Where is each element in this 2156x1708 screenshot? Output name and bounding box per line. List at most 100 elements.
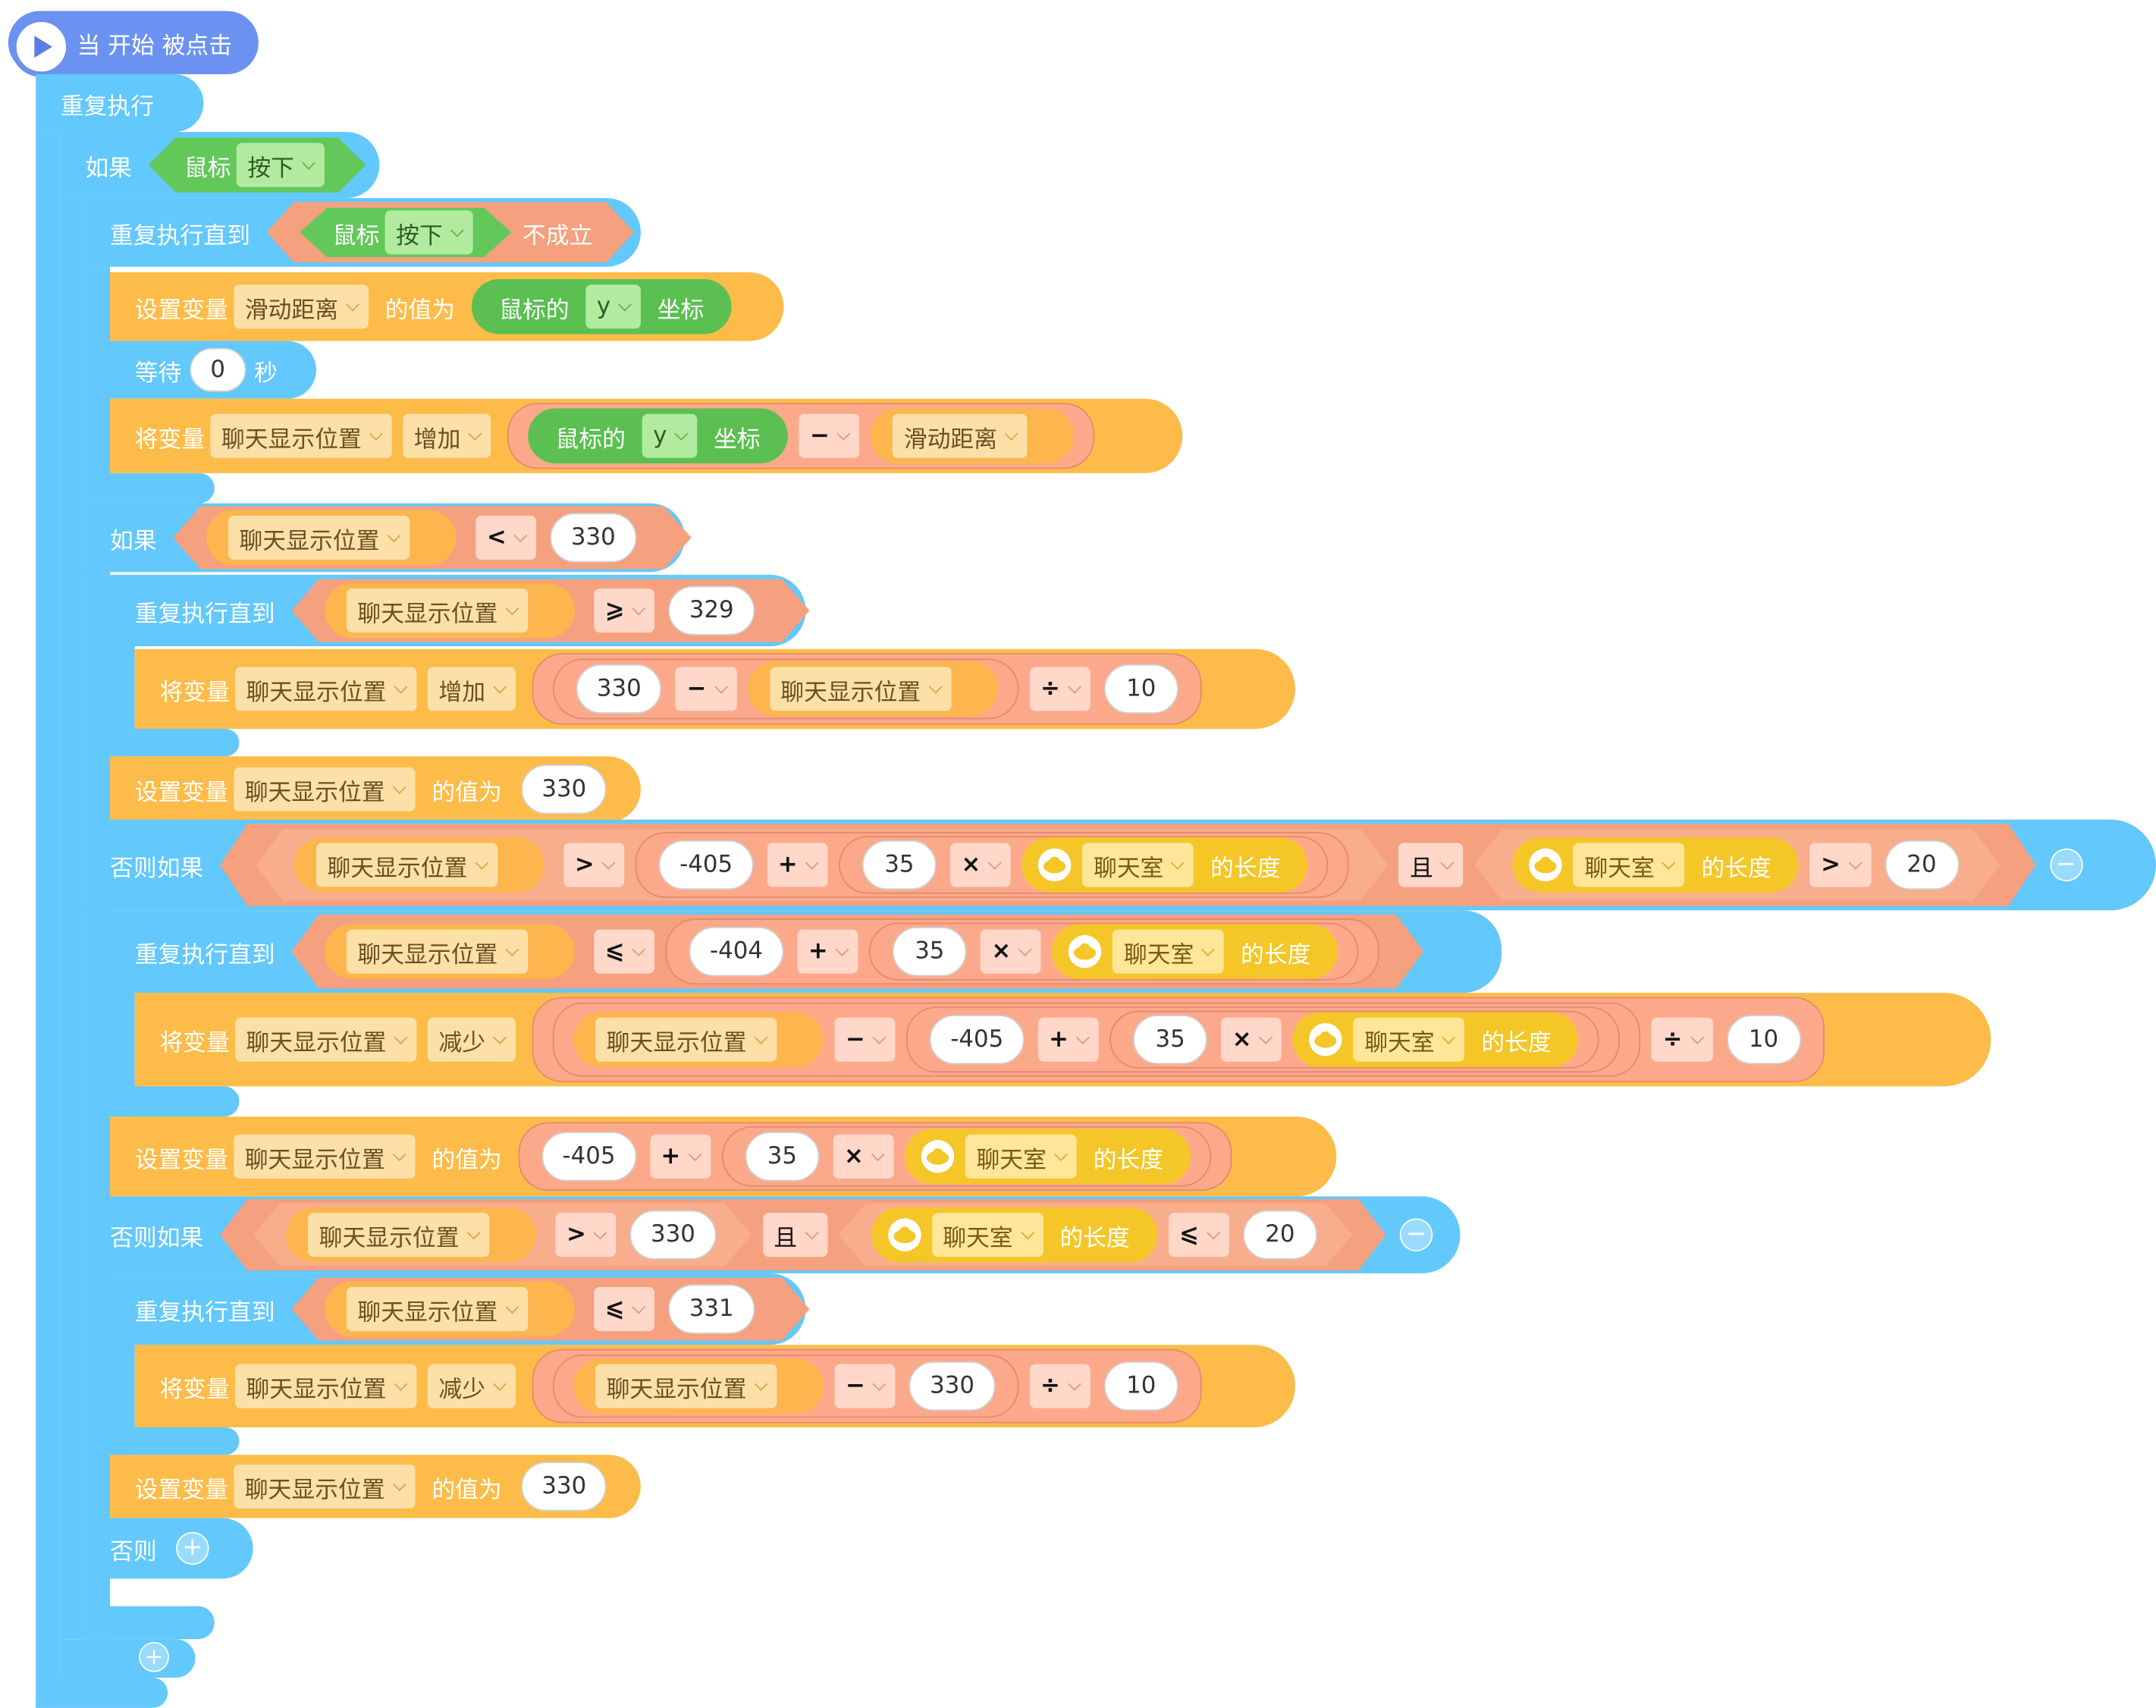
variable-reporter[interactable]: 聊天显示位置 <box>286 1207 536 1263</box>
and-condition[interactable]: 聊天显示位置 > 330 且 聊天室 的长度 ⩽ 20 <box>220 1199 1386 1270</box>
add-operator[interactable]: -404 + 35 × 聊天室 的长度 <box>666 918 1379 984</box>
inner-if-end <box>85 1606 215 1640</box>
number-input[interactable]: 330 <box>551 513 636 562</box>
set-position-formula-block[interactable]: 设置变量 聊天显示位置 的值为 -405 + 35 × 聊天室 的长度 <box>110 1116 1337 1197</box>
cloud-list-length-reporter[interactable]: 聊天室 的长度 <box>871 1207 1157 1263</box>
comparison-dropdown[interactable]: ⩾ <box>594 589 654 633</box>
le-condition[interactable]: 聊天室 的长度 ⩽ 20 <box>838 1203 1353 1266</box>
forever-block[interactable]: 重复执行 <box>36 74 204 133</box>
play-icon[interactable] <box>11 16 72 77</box>
change-mode-dropdown[interactable]: 减少 <box>427 1017 516 1062</box>
number-input[interactable]: 329 <box>669 586 755 635</box>
mouse-y-reporter[interactable]: 鼠标的 y 坐标 <box>471 279 732 334</box>
variable-reporter[interactable]: 聊天显示位置 <box>747 661 998 717</box>
remove-branch-button[interactable]: − <box>1399 1218 1433 1251</box>
variable-reporter[interactable]: 聊天显示位置 <box>325 583 575 639</box>
greater-than-condition-2[interactable]: 聊天室 的长度 > 20 <box>1474 829 2000 900</box>
add-branch-button[interactable]: + <box>176 1531 209 1565</box>
comparison-dropdown[interactable]: < <box>475 516 536 560</box>
repeat-until-le-block-1[interactable]: 重复执行直到 聊天显示位置 ⩽ -404 + 35 × 聊天室 的长度 <box>110 910 1502 994</box>
state-dropdown[interactable]: 按下 <box>237 143 325 187</box>
wait-seconds-input[interactable]: 0 <box>190 347 246 392</box>
logic-dropdown[interactable]: 且 <box>763 1213 827 1257</box>
cloud-list-icon <box>888 1218 921 1251</box>
set-position-330-block-2[interactable]: 设置变量 聊天显示位置 的值为 330 <box>110 1455 641 1518</box>
axis-dropdown[interactable]: y <box>642 413 698 458</box>
mouse-pressed-condition[interactable]: 鼠标 按下 <box>149 137 366 193</box>
ge-condition[interactable]: 聊天显示位置 ⩾ 329 <box>291 579 809 642</box>
greater-than-condition[interactable]: 聊天显示位置 > -405 + 35 × 聊天室 的长度 <box>256 829 1388 900</box>
mouse-pressed-condition[interactable]: 鼠标 按下 <box>300 208 511 257</box>
change-mode-dropdown[interactable]: 增加 <box>403 413 491 458</box>
if-arm <box>60 198 86 1640</box>
else-block[interactable]: 否则 + <box>85 1518 253 1579</box>
ru-le1-end <box>110 1086 240 1117</box>
when-start-hat-block[interactable]: 当 开始 被点击 <box>8 11 259 77</box>
forever-arm <box>36 132 61 1678</box>
repeat-until-ge-block[interactable]: 重复执行直到 聊天显示位置 ⩾ 329 <box>110 574 805 647</box>
change-position-block-1[interactable]: 将变量 聊天显示位置 增加 鼠标的 y 坐标 − 滑动距离 <box>110 398 1183 473</box>
set-position-330-block[interactable]: 设置变量 聊天显示位置 的值为 330 <box>110 756 641 823</box>
operator-dropdown[interactable]: − <box>799 413 860 458</box>
forever-add-button[interactable]: + <box>139 1641 170 1672</box>
set-slide-variable-block[interactable]: 设置变量 滑动距离 的值为 鼠标的 y 坐标 <box>110 272 784 341</box>
change-mode-dropdown[interactable]: 增加 <box>427 667 516 711</box>
repeat-until-arm <box>85 266 111 501</box>
repeat-until-le-block-2[interactable]: 重复执行直到 聊天显示位置 ⩽ 331 <box>110 1273 805 1345</box>
cloud-list-icon <box>1309 1022 1343 1057</box>
variable-reporter[interactable]: 聊天显示位置 <box>294 837 544 893</box>
cloud-list-icon <box>921 1140 955 1173</box>
cloud-list-icon <box>1069 935 1102 969</box>
wait-block[interactable]: 等待 0 秒 <box>110 341 317 399</box>
variable-reporter[interactable]: 聊天显示位置 <box>325 1282 575 1337</box>
subtract-operator[interactable]: 聊天显示位置 − 330 <box>552 1354 1018 1418</box>
less-than-condition[interactable]: 聊天显示位置 < 330 <box>173 506 691 569</box>
subtract-operator[interactable]: 鼠标的 y 坐标 − 滑动距离 <box>507 403 1095 469</box>
add-operator[interactable]: -405 + 35 × 聊天室 的长度 <box>518 1122 1232 1192</box>
divide-operator[interactable]: 聊天显示位置 − -405 + 35 × 聊天室 的长度 <box>532 997 1825 1082</box>
state-dropdown[interactable]: 按下 <box>385 210 473 254</box>
multiply-operator[interactable]: 35 × 聊天室 的长度 <box>721 1126 1212 1187</box>
greater-than-condition[interactable]: 聊天显示位置 > 330 <box>253 1203 752 1266</box>
le-condition[interactable]: 聊天显示位置 ⩽ 331 <box>291 1277 809 1340</box>
else-if-block-2[interactable]: 否则如果 聊天显示位置 > 330 且 聊天室 的长度 ⩽ 20 − <box>85 1196 1461 1273</box>
ru-le2-end <box>110 1427 240 1455</box>
if-mouse-block[interactable]: 如果 鼠标 按下 <box>60 132 380 199</box>
cloud-list-length-reporter[interactable]: 聊天室 的长度 <box>1053 924 1338 979</box>
change-position-increase-block[interactable]: 将变量 聊天显示位置 增加 330 − 聊天显示位置 ÷ 10 <box>134 648 1295 729</box>
add-operator[interactable]: -405 + 35 × 聊天室 的长度 <box>906 1006 1621 1073</box>
cloud-list-length-reporter[interactable]: 聊天室 的长度 <box>905 1129 1191 1185</box>
cloud-list-length-reporter[interactable]: 聊天室 的长度 <box>1022 837 1308 893</box>
variable-reporter[interactable]: 聊天显示位置 <box>206 510 457 566</box>
variable-dropdown[interactable]: 聊天显示位置 <box>210 413 392 458</box>
subtract-operator[interactable]: 330 − 聊天显示位置 <box>552 658 1018 720</box>
variable-dropdown[interactable]: 滑动距离 <box>234 284 369 329</box>
and-condition[interactable]: 聊天显示位置 > -405 + 35 × 聊天室 的长度 <box>220 824 2035 906</box>
if-less-than-block[interactable]: 如果 聊天显示位置 < 330 <box>85 503 685 573</box>
cloud-list-length-reporter[interactable]: 聊天室 的长度 <box>1292 1012 1580 1067</box>
multiply-operator[interactable]: 35 × 聊天室 的长度 <box>869 923 1359 981</box>
variable-reporter[interactable]: 聊天显示位置 <box>325 924 575 979</box>
variable-dropdown[interactable]: 滑动距离 <box>893 413 1028 458</box>
change-position-decrease-block-2[interactable]: 将变量 聊天显示位置 减少 聊天显示位置 − 330 ÷ 10 <box>134 1345 1295 1427</box>
variable-reporter[interactable]: 聊天显示位置 <box>573 1358 824 1414</box>
remove-branch-button[interactable]: − <box>2049 848 2083 882</box>
divide-operator[interactable]: 330 − 聊天显示位置 ÷ 10 <box>532 653 1202 725</box>
axis-dropdown[interactable]: y <box>585 284 642 329</box>
le-condition[interactable]: 聊天显示位置 ⩽ -404 + 35 × 聊天室 的长度 <box>291 915 1423 989</box>
variable-reporter[interactable]: 聊天显示位置 <box>573 1012 824 1067</box>
not-condition[interactable]: 鼠标 按下 不成立 <box>267 203 634 263</box>
divide-operator[interactable]: 聊天显示位置 − 330 ÷ 10 <box>532 1349 1202 1424</box>
mouse-y-reporter[interactable]: 鼠标的 y 坐标 <box>528 408 789 464</box>
cloud-list-length-reporter[interactable]: 聊天室 的长度 <box>1513 837 1799 893</box>
change-position-decrease-block-1[interactable]: 将变量 聊天显示位置 减少 聊天显示位置 − -405 + 35 × 聊天室 <box>134 993 1991 1087</box>
variable-reporter[interactable]: 滑动距离 <box>871 408 1075 464</box>
multiply-operator[interactable]: 35 × 聊天室 的长度 <box>839 836 1329 893</box>
else-if-block-1[interactable]: 否则如果 聊天显示位置 > -405 + 35 × 聊天室 的长 <box>85 819 2156 911</box>
repeat-until-block[interactable]: 重复执行直到 鼠标 按下 不成立 <box>85 198 641 267</box>
subtract-operator[interactable]: 聊天显示位置 − -405 + 35 × 聊天室 的长度 <box>552 1002 1641 1077</box>
add-operator[interactable]: -405 + 35 × 聊天室 的长度 <box>636 832 1349 898</box>
logic-dropdown[interactable]: 且 <box>1399 843 1464 887</box>
change-mode-dropdown[interactable]: 减少 <box>427 1364 516 1408</box>
multiply-operator[interactable]: 35 × 聊天室 的长度 <box>1109 1010 1600 1069</box>
